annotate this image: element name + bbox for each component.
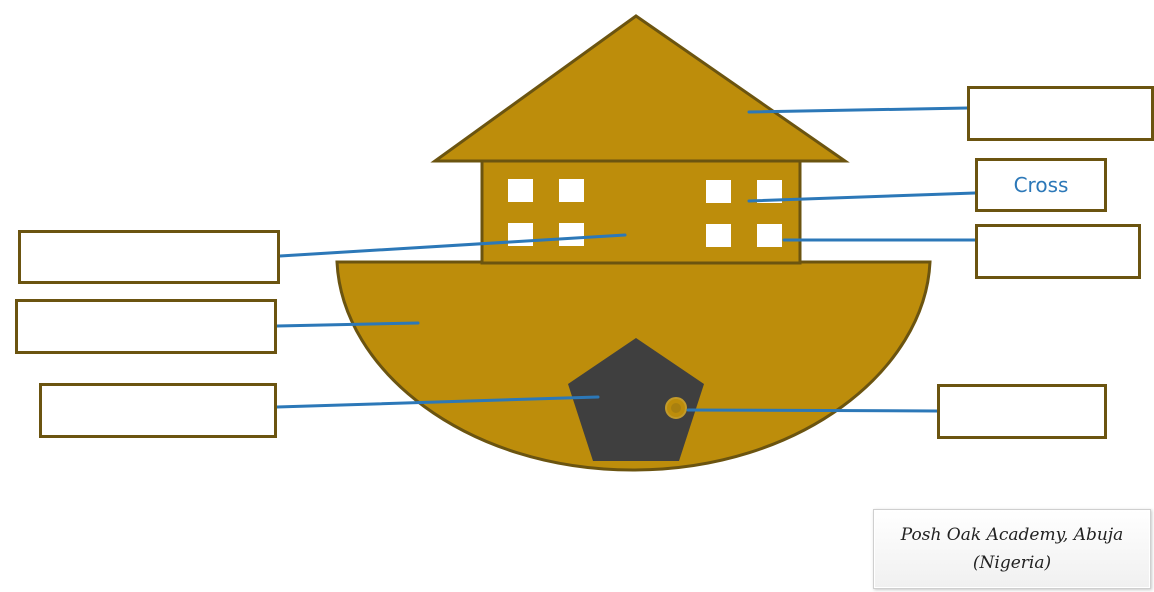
label-box-door-knob[interactable] (937, 384, 1107, 439)
label-box-hull[interactable] (15, 299, 277, 354)
label-text: Cross (1014, 173, 1069, 197)
credit-line-1: Posh Oak Academy, Abuja (901, 521, 1124, 549)
right-window (704, 178, 784, 249)
label-box-door[interactable] (39, 383, 277, 438)
credit-box: Posh Oak Academy, Abuja (Nigeria) (873, 509, 1151, 589)
leader-line-door-knob (688, 410, 938, 411)
credit-line-2: (Nigeria) (973, 549, 1051, 577)
label-box-cross[interactable]: Cross (975, 158, 1107, 212)
leader-line-roof (749, 108, 968, 112)
ark-roof (435, 16, 845, 161)
label-box-roof[interactable] (967, 86, 1154, 141)
label-box-window[interactable] (975, 224, 1141, 279)
label-box-cabin[interactable] (18, 230, 280, 284)
